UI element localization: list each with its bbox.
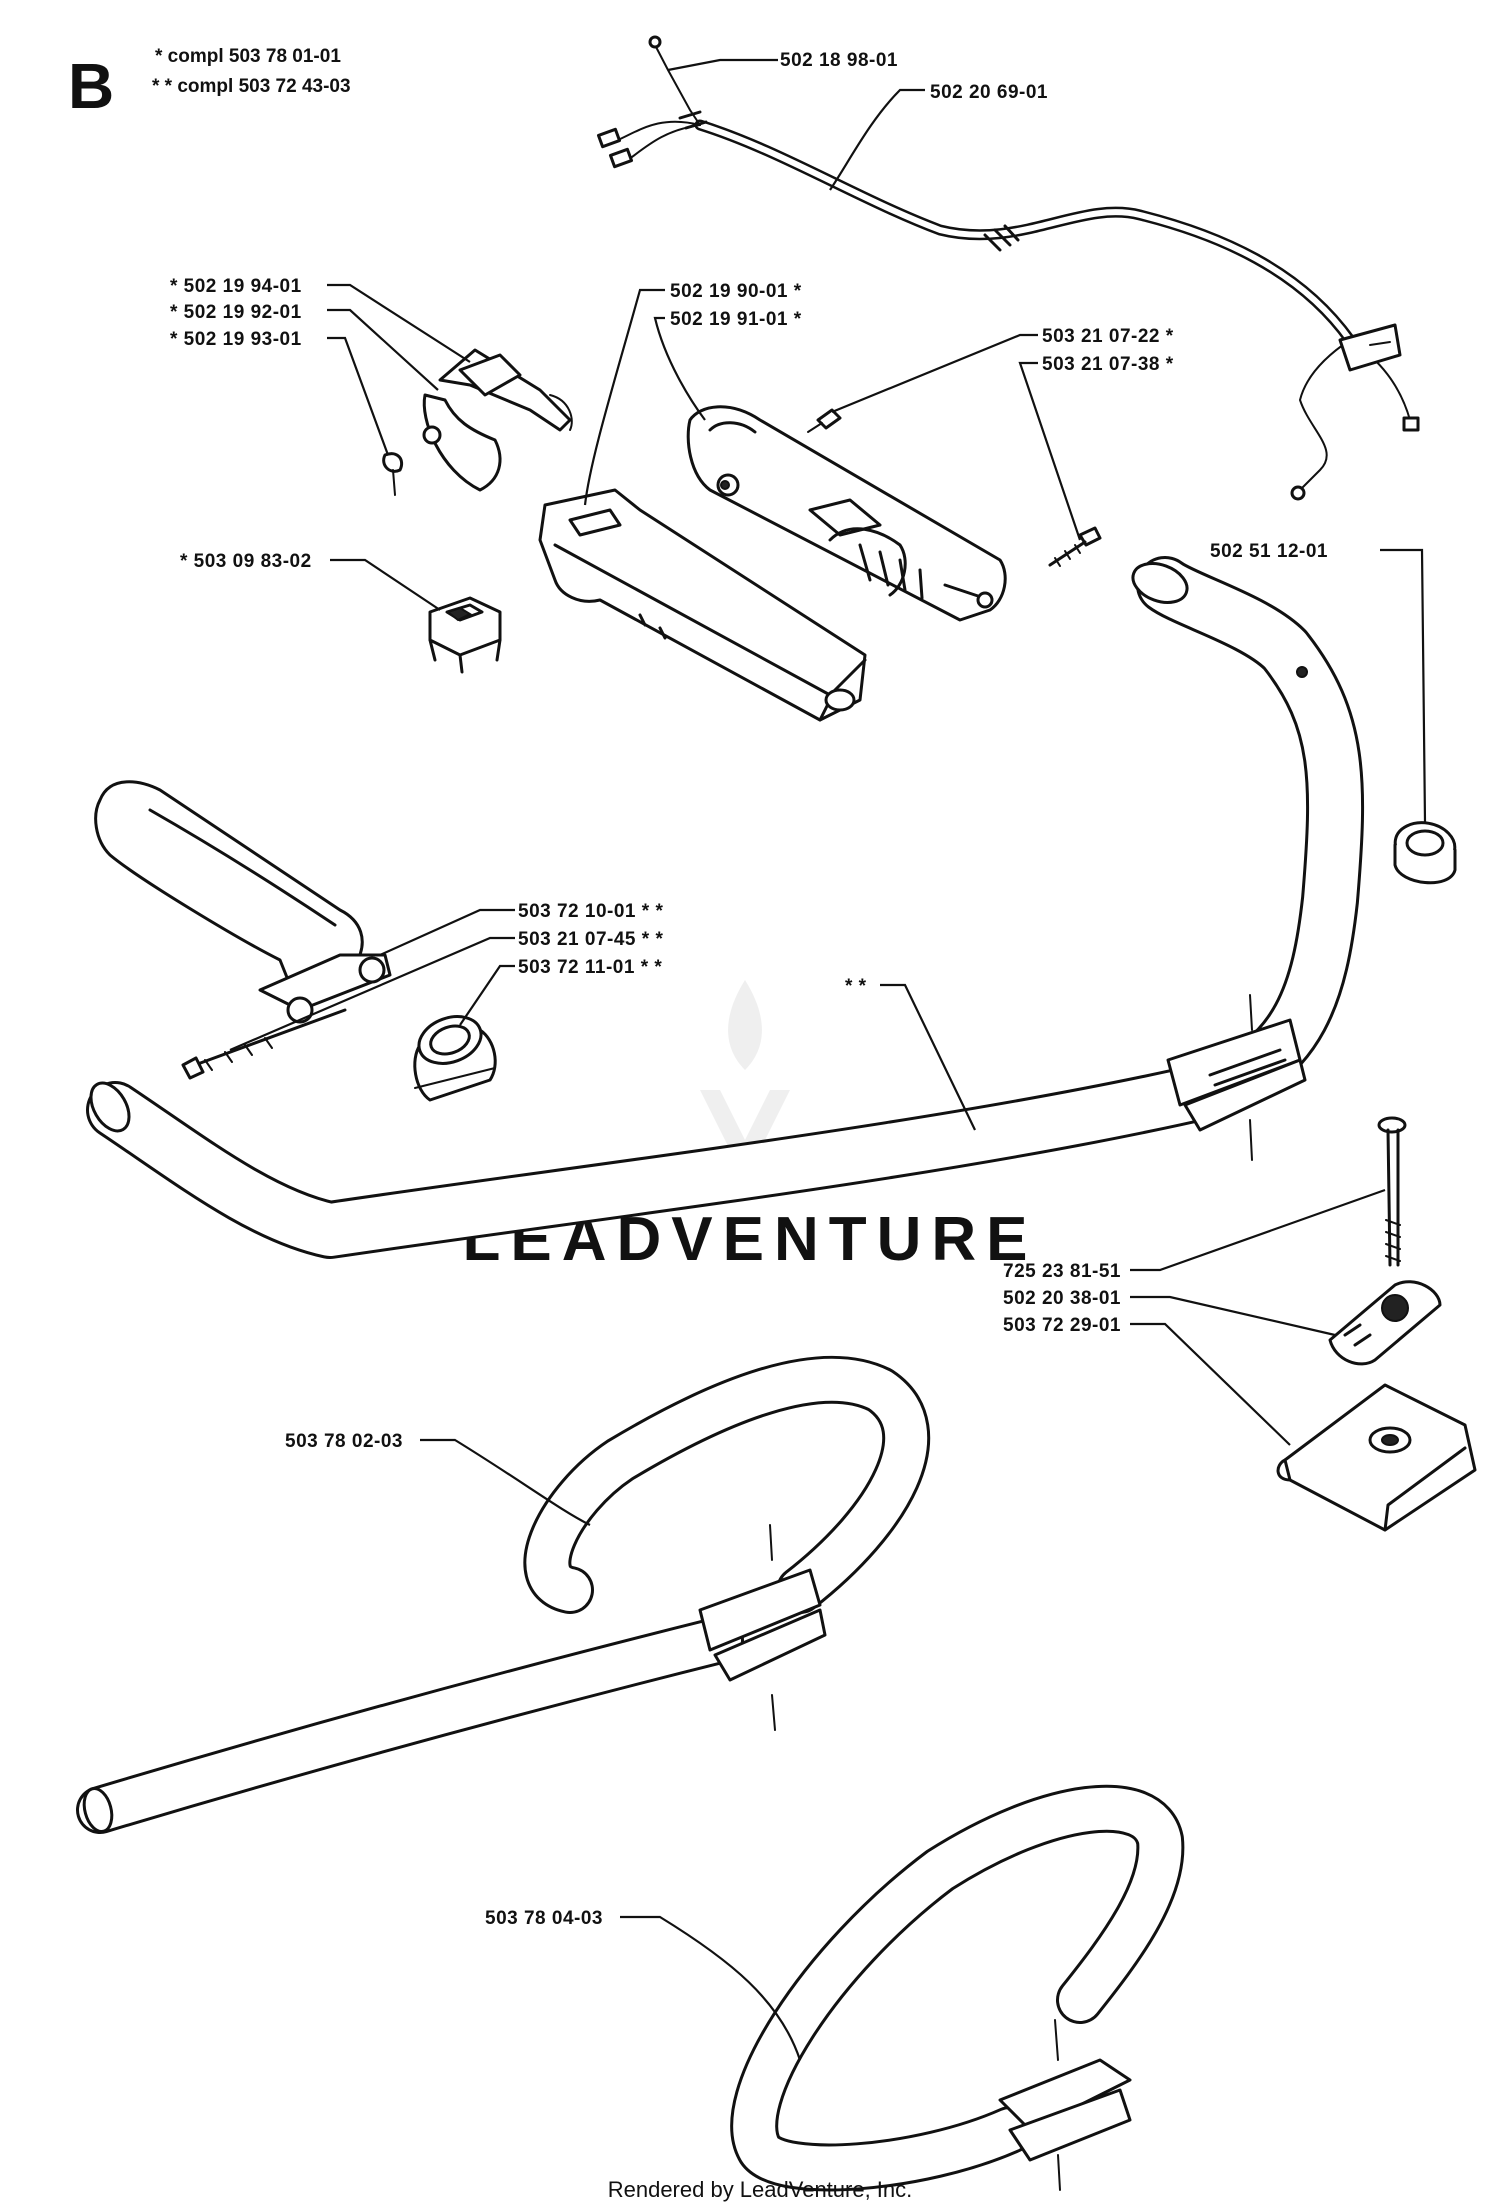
- base-plate: [1276, 1383, 1477, 1532]
- loop-handle-short: [730, 1784, 1185, 2192]
- label-503-72-10-01: 503 72 10-01 * *: [518, 901, 663, 922]
- stop-switch: [428, 596, 502, 674]
- label-502-19-90-01: 502 19 90-01 *: [670, 281, 802, 302]
- cable-harness: [596, 35, 1420, 501]
- handlebar-clamp: [1166, 994, 1307, 1161]
- label-503-72-11-01: 503 72 11-01 * *: [518, 957, 662, 978]
- spacer-ring: [1393, 821, 1457, 885]
- leader-lines: [229, 58, 1427, 2061]
- label-502-18-98-01: 502 18 98-01: [780, 50, 898, 71]
- label-503-21-07-45: 503 21 07-45 * *: [518, 929, 663, 950]
- handle-housing: [538, 488, 867, 722]
- label-503-72-29-01: 503 72 29-01: [1003, 1315, 1121, 1336]
- flame-logo-icon: [728, 980, 762, 1070]
- throttle-lever-assembly: [382, 348, 573, 496]
- tube-clamp: [413, 1015, 497, 1102]
- label-725-23-81-51: 725 23 81-51: [1003, 1261, 1121, 1282]
- label-502-19-92-01: * 502 19 92-01: [170, 302, 302, 323]
- part-labels: 502 18 98-01 502 20 69-01 * 502 19 94-01…: [170, 50, 1328, 1929]
- label-503-21-07-22: 503 21 07-22 *: [1042, 326, 1174, 347]
- label-502-19-93-01: * 502 19 93-01: [170, 329, 302, 350]
- label-503-78-02-03: 503 78 02-03: [285, 1431, 403, 1452]
- label-502-20-69-01: 502 20 69-01: [930, 82, 1048, 103]
- bolt: [1377, 1116, 1407, 1267]
- label-503-09-83-02: * 503 09 83-02: [180, 551, 312, 572]
- label-502-51-12-01: 502 51 12-01: [1210, 541, 1328, 562]
- label-502-19-94-01: * 502 19 94-01: [170, 276, 302, 297]
- screws: [807, 408, 1102, 567]
- section-letter: B: [68, 50, 114, 122]
- loop-handle-long: [76, 1355, 931, 1834]
- label-502-20-38-01: 502 20 38-01: [1003, 1288, 1121, 1309]
- footer-credit: Rendered by LeadVenture, Inc.: [608, 2177, 913, 2202]
- label-handlebar-double-star: * *: [845, 976, 867, 997]
- label-503-21-07-38: 503 21 07-38 *: [1042, 354, 1174, 375]
- locking-knob: [1328, 1280, 1442, 1366]
- header-compl-double: * * compl 503 72 43-03: [152, 76, 351, 97]
- label-503-78-04-03: 503 78 04-03: [485, 1908, 603, 1929]
- v-logo-icon: [700, 1090, 790, 1180]
- handle-half: [686, 405, 1007, 622]
- label-502-19-91-01: 502 19 91-01 *: [670, 309, 802, 330]
- header-compl-single: * compl 503 78 01-01: [155, 46, 341, 67]
- grip-handle: [94, 780, 392, 1080]
